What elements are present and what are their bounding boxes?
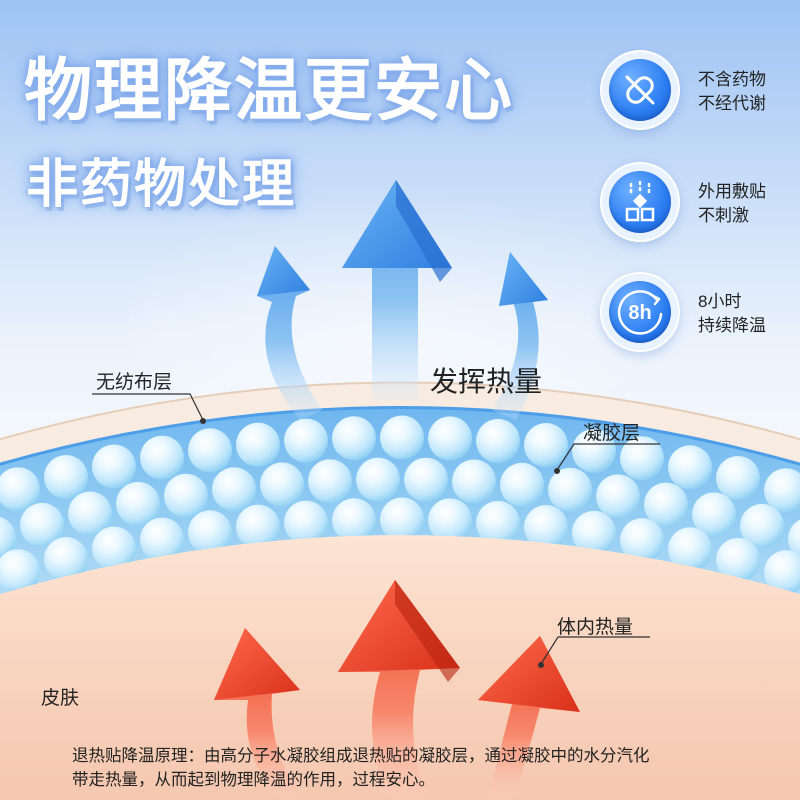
gel-bead xyxy=(404,457,448,502)
feature-2-line-2: 不刺激 xyxy=(698,206,749,225)
nonwoven-layer-label: 无纺布层 xyxy=(96,372,173,393)
gel-bead xyxy=(548,467,592,512)
gel-bead xyxy=(188,510,232,555)
feature-external-patch: 外用敷贴 不刺激 xyxy=(600,162,790,242)
cool-arrow-left xyxy=(257,246,322,420)
gel-bead xyxy=(284,500,328,545)
gel-bead xyxy=(44,537,88,582)
headline-title: 物理降温更安心 xyxy=(24,52,515,131)
gel-bead xyxy=(20,502,64,547)
gel-bead xyxy=(764,550,800,595)
gel-bead xyxy=(476,418,520,463)
headline-subtitle: 非药物处理 xyxy=(26,155,297,215)
gel-bead xyxy=(356,457,400,502)
gel-bead xyxy=(212,467,256,512)
principle-caption: 退热贴降温原理：由高分子水凝胶组成退热贴的凝胶层，通过凝胶中的水分汽化 带走热量… xyxy=(72,744,772,792)
gel-bead xyxy=(140,435,184,480)
gel-bead xyxy=(428,416,472,461)
gel-bead xyxy=(524,505,568,550)
nonwoven-layer xyxy=(0,382,800,465)
gel-bead xyxy=(164,473,208,518)
body-heat-leader-line xyxy=(538,636,650,668)
gel-bead xyxy=(68,491,112,536)
gel-bead xyxy=(476,500,520,545)
gel-bead xyxy=(380,497,424,542)
gel-bead xyxy=(0,467,40,512)
skin-label: 皮肤 xyxy=(41,688,80,709)
external-patch-badge xyxy=(600,162,680,242)
gel-bead xyxy=(428,498,472,543)
gel-bead xyxy=(44,455,88,500)
gel-bead xyxy=(620,436,664,481)
gel-bead xyxy=(692,492,736,537)
gel-bead xyxy=(284,418,328,463)
gel-bead xyxy=(788,517,800,562)
gel-bead xyxy=(764,468,800,513)
gel-bead xyxy=(500,462,544,507)
gel-bead xyxy=(332,498,376,543)
feature-8-hours: 8h 8小时 持续降温 xyxy=(600,272,790,352)
gel-bead xyxy=(668,445,712,490)
cool-arrow-right xyxy=(492,252,548,420)
gel-bead xyxy=(332,416,376,461)
gel-leader-line xyxy=(554,443,660,474)
no-medicine-badge xyxy=(600,50,680,130)
gel-bead xyxy=(452,459,496,504)
gel-bead xyxy=(188,428,232,473)
gel-bead xyxy=(380,415,424,460)
caption-line-2: 带走热量，从而起到物理降温的作用，过程安心。 xyxy=(72,771,435,789)
gel-bead xyxy=(572,428,616,473)
gel-bead xyxy=(0,549,40,594)
gel-beads xyxy=(0,415,800,595)
8-hours-icon: 8h xyxy=(617,290,663,335)
gel-bead xyxy=(260,462,304,507)
gel-bead xyxy=(92,526,136,571)
gel-top-edge xyxy=(0,406,800,466)
heat-arrow-right xyxy=(478,636,580,800)
feature-1-line-1: 不含药物 xyxy=(698,70,766,89)
feature-no-medicine: 不含药物 不经代谢 xyxy=(600,50,790,130)
gel-bead xyxy=(644,482,688,527)
gel-bead xyxy=(572,510,616,555)
gel-bead xyxy=(140,517,184,562)
gel-bead xyxy=(308,459,352,504)
caption-line-1: 退热贴降温原理：由高分子水凝胶组成退热贴的凝胶层，通过凝胶中的水分汽化 xyxy=(72,747,650,765)
gel-bead xyxy=(620,518,664,563)
gel-bead xyxy=(236,422,280,467)
feature-3-line-2: 持续降温 xyxy=(698,316,766,335)
heat-release-label: 发挥热量 xyxy=(430,366,543,397)
no-medicine-icon xyxy=(625,75,655,105)
gel-bead xyxy=(92,444,136,489)
gel-bead xyxy=(116,481,160,526)
gel-bead xyxy=(716,455,760,500)
feature-2-line-1: 外用敷贴 xyxy=(698,182,766,201)
gel-bead xyxy=(716,537,760,582)
nonwoven-leader-line xyxy=(92,393,206,424)
gel-layer-label: 凝胶层 xyxy=(583,423,641,444)
feature-3-line-1: 8小时 xyxy=(698,292,742,311)
gel-bead xyxy=(668,527,712,572)
heat-arrow-left xyxy=(214,628,302,800)
feature-1-line-2: 不经代谢 xyxy=(698,94,766,113)
body-heat-label: 体内热量 xyxy=(557,617,634,638)
gel-bead xyxy=(596,474,640,519)
gel-bead xyxy=(740,503,784,548)
8-hours-badge: 8h xyxy=(600,272,680,352)
cool-arrow-center xyxy=(342,180,452,400)
8h-text: 8h xyxy=(628,302,651,324)
gel-bead xyxy=(236,504,280,549)
heat-arrow-center xyxy=(338,580,460,800)
gel-bead xyxy=(0,515,16,560)
gel-bead xyxy=(524,423,568,468)
external-patch-icon xyxy=(625,180,655,222)
